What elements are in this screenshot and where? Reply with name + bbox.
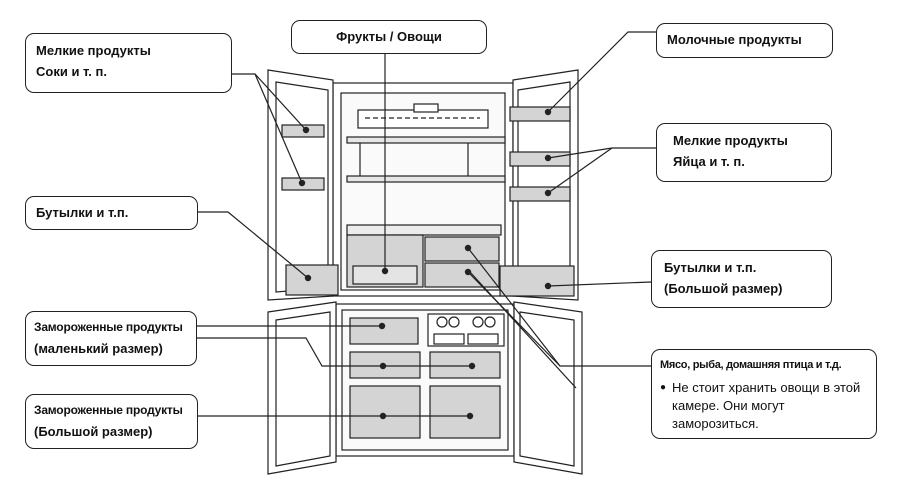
left-freezer-door (267, 301, 337, 475)
label-frozen-small-line1: Замороженные продукты (34, 320, 183, 334)
label-dairy-line1: Молочные продукты (667, 32, 802, 47)
freezer-drawer-5 (429, 385, 501, 439)
upper-shelf (346, 136, 506, 144)
label-bottles-left-line1: Бутылки и т.п. (36, 205, 129, 220)
label-small-eggs-line2: Яйца и т. п. (673, 154, 745, 169)
door-bin-right-4 (499, 265, 575, 297)
label-small-juice: Мелкие продукты Соки и т. п. (25, 33, 232, 93)
label-bottles-right: Бутылки и т.п. (Большой размер) (651, 250, 832, 308)
label-fruits: Фрукты / Овощи (291, 20, 487, 54)
label-frozen-large: Замороженные продукты (Большой размер) (25, 394, 198, 449)
label-meat-title: Мясо, рыба, домашняя птица и т.д. (660, 359, 842, 371)
label-frozen-small: Замороженные продукты (маленький размер) (25, 311, 197, 366)
door-bin-right-2 (509, 151, 571, 167)
bullet-icon: ● (660, 382, 667, 393)
label-meat-note-row: ● Не стоит хранить овощи в этой камере. … (660, 379, 868, 433)
label-frozen-large-line2: (Большой размер) (34, 424, 153, 439)
refrigerator-illustration (267, 69, 583, 475)
label-fruits-line1: Фрукты / Овощи (336, 29, 442, 44)
label-frozen-large-line1: Замороженные продукты (34, 403, 183, 417)
label-frozen-small-line2: (маленький размер) (34, 341, 163, 356)
leader-lines (196, 31, 656, 417)
meat-drawer-upper (424, 236, 500, 262)
label-small-eggs: Мелкие продукты Яйца и т. п. (656, 123, 832, 182)
meat-drawer-lower (424, 262, 500, 288)
freezer-drawer-4 (349, 385, 421, 439)
door-bin-left-3 (285, 264, 339, 296)
label-bottles-left: Бутылки и т.п. (25, 196, 198, 230)
label-bottles-right-line2: (Большой размер) (664, 281, 783, 296)
crisper-cover (346, 224, 502, 236)
endpoint-dots (298, 108, 552, 420)
door-bin-right-1 (509, 106, 571, 122)
label-bottles-right-line1: Бутылки и т.п. (664, 260, 757, 275)
right-upper-door (512, 69, 579, 301)
label-small-eggs-line1: Мелкие продукты (673, 133, 788, 148)
label-small-juice-line1: Мелкие продукты (36, 43, 151, 58)
door-bin-right-3 (509, 186, 571, 202)
label-dairy: Молочные продукты (656, 23, 833, 58)
freezer-drawer-1 (349, 317, 419, 345)
light-panel (357, 109, 489, 129)
label-small-juice-line2: Соки и т. п. (36, 64, 107, 79)
freezer-drawer-3 (429, 351, 501, 379)
middle-shelf (346, 175, 506, 183)
label-meat-note: Не стоит хранить овощи в этой камере. Он… (672, 380, 861, 431)
right-freezer-door (513, 301, 583, 475)
label-meat: Мясо, рыба, домашняя птица и т.д. ● Не с… (651, 349, 877, 439)
